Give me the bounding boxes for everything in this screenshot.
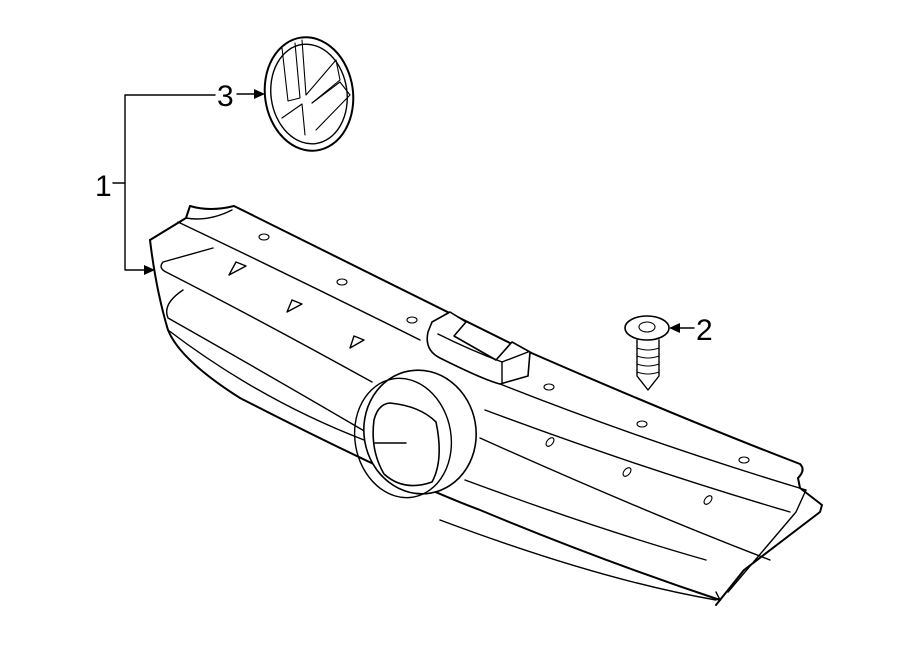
grille bbox=[149, 205, 823, 606]
callout-3-arrow bbox=[236, 89, 265, 99]
callout-2-label: 2 bbox=[696, 314, 713, 347]
callout-1-label: 1 bbox=[95, 170, 112, 203]
callout-1-leader bbox=[112, 94, 216, 275]
callout-2-arrow bbox=[669, 323, 695, 333]
screw bbox=[624, 315, 670, 391]
vw-emblem bbox=[263, 36, 355, 152]
callout-3-label: 3 bbox=[217, 80, 234, 113]
